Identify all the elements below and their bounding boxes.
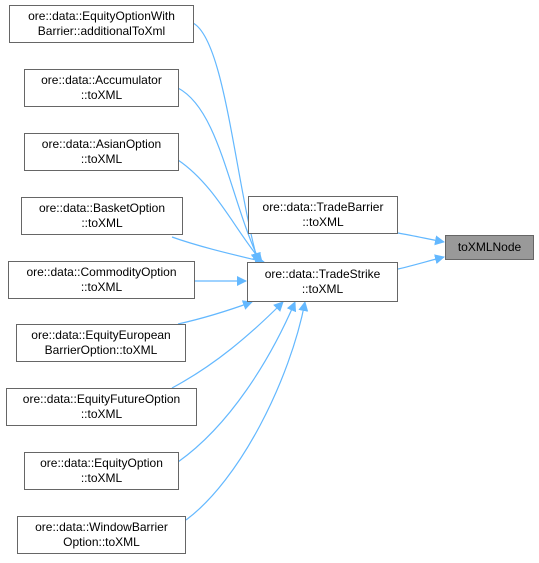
node-label-line1: ore::data::EquityOption bbox=[40, 456, 163, 470]
node-label-line2: Barrier::additionalToXml bbox=[37, 24, 166, 38]
node-commodityoption-toxml[interactable]: ore::data::CommodityOption ::toXML bbox=[8, 261, 195, 299]
node-windowbarrieroption-toxml[interactable]: ore::data::WindowBarrier Option::toXML bbox=[17, 516, 186, 554]
edge-n4-to-tradestrike bbox=[171, 236, 265, 265]
node-equityoption-toxml[interactable]: ore::data::EquityOption ::toXML bbox=[24, 452, 179, 490]
node-label-line2: ::toXML bbox=[80, 88, 123, 102]
node-equityfutureoption-toxml[interactable]: ore::data::EquityFutureOption ::toXML bbox=[6, 388, 197, 426]
node-label: toXMLNode bbox=[457, 240, 522, 254]
node-label-line2: ::toXML bbox=[81, 216, 123, 230]
node-label-line1: ore::data::EquityFutureOption bbox=[22, 392, 181, 406]
edge-n9-to-tradestrike bbox=[185, 301, 309, 521]
node-equityoptionwithbarrier-additionaltoxml[interactable]: ore::data::EquityOptionWith Barrier::add… bbox=[9, 5, 194, 43]
node-label-line1: ore::data::EquityOptionWith bbox=[28, 9, 175, 23]
node-label-line2: ::toXML bbox=[301, 282, 344, 296]
node-label-line2: ::toXML bbox=[80, 471, 123, 485]
node-label-line1: ore::data::WindowBarrier bbox=[35, 520, 168, 534]
node-label-line2: ::toXML bbox=[80, 152, 123, 166]
node-label-line2: BarrierOption::toXML bbox=[44, 343, 158, 357]
node-label-line2: ::toXML bbox=[302, 215, 344, 229]
node-asianoption-toxml[interactable]: ore::data::AsianOption ::toXML bbox=[24, 133, 179, 171]
node-tradestrike-toxml[interactable]: ore::data::TradeStrike ::toXML bbox=[247, 262, 398, 302]
node-label-line1: ore::data::Accumulator bbox=[41, 73, 162, 87]
node-label-line1: ore::data::BasketOption bbox=[38, 201, 166, 215]
node-label-line2: ::toXML bbox=[80, 407, 123, 421]
node-label-line1: ore::data::AsianOption bbox=[41, 137, 162, 151]
node-equityeuropeanbarrieroption-toxml[interactable]: ore::data::EquityEuropean BarrierOption:… bbox=[16, 324, 186, 362]
node-label-line2: ::toXML bbox=[80, 280, 123, 294]
edge-n6-to-tradestrike bbox=[177, 300, 253, 325]
node-toxmlnode[interactable]: toXMLNode bbox=[445, 235, 534, 260]
node-label-line1: ore::data::CommodityOption bbox=[26, 265, 177, 279]
edge-n8-to-tradestrike bbox=[177, 301, 297, 463]
node-accumulator-toxml[interactable]: ore::data::Accumulator ::toXML bbox=[24, 69, 179, 107]
edge-n2-to-tradestrike bbox=[177, 87, 261, 263]
edge-n3-to-tradestrike bbox=[177, 159, 263, 263]
node-label-line2: Option::toXML bbox=[63, 535, 140, 549]
edge-tradestrike-to-root bbox=[397, 254, 445, 270]
edge-n7-to-tradestrike bbox=[171, 301, 284, 389]
node-label-line1: ore::data::TradeBarrier bbox=[262, 200, 384, 214]
node-tradebarrier-toxml[interactable]: ore::data::TradeBarrier ::toXML bbox=[248, 196, 398, 234]
node-label-line1: ore::data::EquityEuropean bbox=[31, 328, 171, 342]
node-basketoption-toxml[interactable]: ore::data::BasketOption ::toXML bbox=[21, 197, 183, 235]
node-label-line1: ore::data::TradeStrike bbox=[264, 267, 381, 281]
edge-tradebarrier-to-root bbox=[397, 232, 445, 246]
